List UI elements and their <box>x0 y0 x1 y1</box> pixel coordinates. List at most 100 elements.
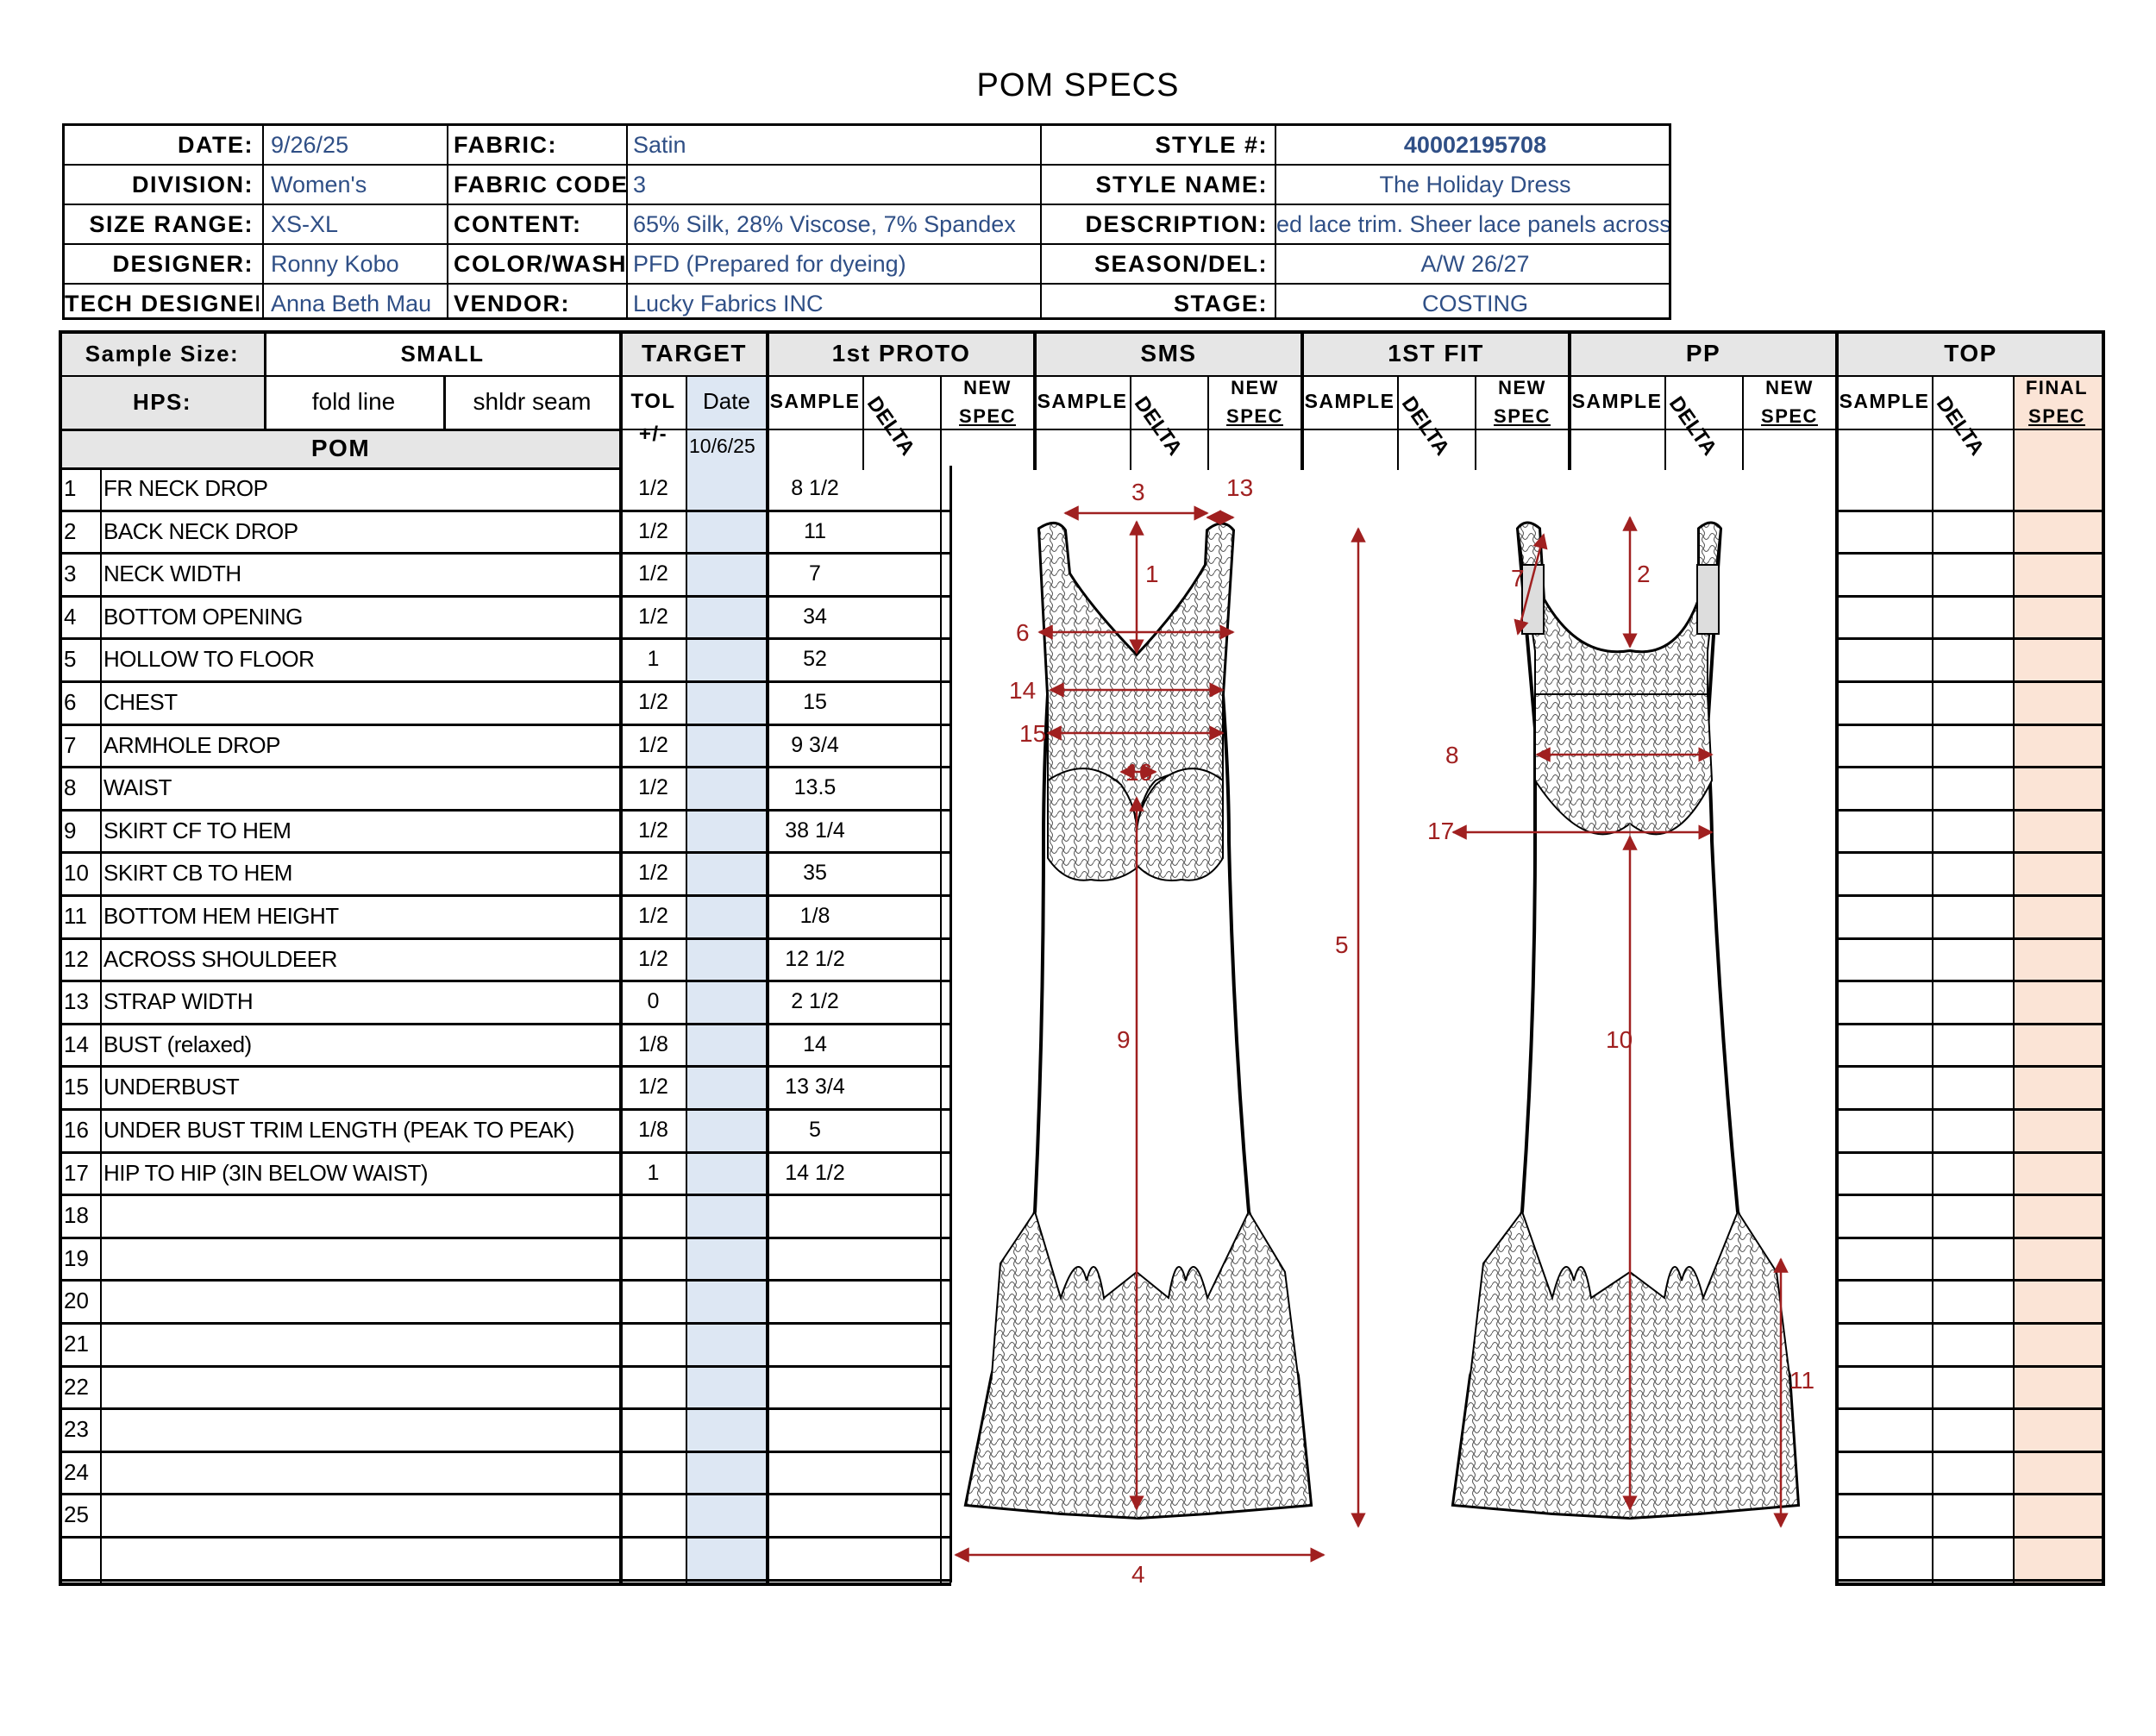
hps-fold-line-option[interactable]: fold line <box>311 388 396 415</box>
vendor-field[interactable]: Lucky Fabrics INC <box>633 291 824 316</box>
target-spec-value[interactable]: 1/8 <box>799 904 830 928</box>
designer-field[interactable]: Ronny Kobo <box>271 251 399 277</box>
target-spec-value[interactable]: 7 <box>809 561 821 586</box>
target-spec-value[interactable] <box>768 1238 862 1279</box>
tol-value[interactable] <box>621 1238 686 1279</box>
target-spec-value[interactable] <box>768 1537 862 1578</box>
season-field[interactable]: A/W 26/27 <box>1420 251 1530 277</box>
tol-value[interactable] <box>621 1494 686 1535</box>
delta-column-header: DELTA <box>1664 392 1721 461</box>
tol-value[interactable]: 1/8 <box>638 1118 668 1142</box>
target-spec-value[interactable]: 15 <box>803 690 827 714</box>
target-spec-value[interactable]: 52 <box>803 647 827 671</box>
fabric-field[interactable]: Satin <box>633 132 686 158</box>
tech-designer-field[interactable]: Anna Beth Mau <box>271 291 432 316</box>
target-spec-value[interactable] <box>768 1408 862 1450</box>
target-spec-value[interactable]: 2 1/2 <box>791 989 839 1013</box>
pom-name[interactable]: HIP TO HIP (3IN BELOW WAIST) <box>103 1160 429 1186</box>
target-spec-value[interactable]: 11 <box>804 519 826 543</box>
tol-value[interactable]: 1 <box>647 1161 660 1185</box>
tol-value[interactable]: 1/2 <box>638 605 668 629</box>
target-spec-value[interactable]: 14 <box>803 1032 827 1056</box>
size-range-field[interactable]: XS-XL <box>271 211 339 237</box>
target-spec-value[interactable]: 35 <box>803 861 827 885</box>
tol-value[interactable]: 0 <box>647 989 660 1013</box>
tol-value[interactable] <box>621 1194 686 1236</box>
pom-name[interactable]: BOTTOM OPENING <box>103 604 303 630</box>
pom-name[interactable]: ARMHOLE DROP <box>103 732 280 758</box>
style-no-field[interactable]: 40002195708 <box>1403 132 1547 158</box>
pom-name[interactable]: CHEST <box>103 689 178 715</box>
target-spec-value[interactable]: 5 <box>809 1118 821 1142</box>
hps-shoulder-seam-option[interactable]: shldr seam <box>473 388 592 415</box>
pom-name[interactable]: STRAP WIDTH <box>103 988 254 1014</box>
tol-value[interactable]: 1/2 <box>638 519 668 543</box>
tol-value[interactable]: 1/2 <box>638 861 668 885</box>
front-view-sketch <box>963 522 1313 1520</box>
tol-value[interactable]: 1/2 <box>638 476 668 500</box>
grid-line <box>60 1237 950 1239</box>
tol-value[interactable] <box>621 1537 686 1578</box>
pom-name[interactable]: FR NECK DROP <box>103 475 268 501</box>
content-field[interactable]: 65% Silk, 28% Viscose, 7% Spandex <box>633 211 1016 237</box>
tol-value[interactable] <box>621 1366 686 1407</box>
delta-column-header: DELTA <box>1396 392 1454 461</box>
target-spec-value[interactable] <box>768 1451 862 1493</box>
stage-field[interactable]: COSTING <box>1421 291 1528 316</box>
tol-value[interactable]: 1/8 <box>638 1032 668 1056</box>
grid-line <box>60 1365 950 1368</box>
pom-name[interactable]: HOLLOW TO FLOOR <box>103 646 315 672</box>
tol-value[interactable]: 1/2 <box>638 1075 668 1099</box>
target-spec-value[interactable]: 13 3/4 <box>785 1075 845 1099</box>
style-name-field[interactable]: The Holiday Dress <box>1379 172 1571 197</box>
tol-value[interactable]: 1 <box>647 647 660 671</box>
pom-name[interactable]: SKIRT CB TO HEM <box>103 860 292 886</box>
tol-value[interactable] <box>621 1451 686 1493</box>
target-spec-value[interactable]: 14 1/2 <box>785 1161 845 1185</box>
tol-value[interactable]: 1/2 <box>638 561 668 586</box>
pom-name[interactable]: WAIST <box>103 774 172 800</box>
target-spec-value[interactable]: 9 3/4 <box>791 733 839 757</box>
tol-value[interactable]: 1/2 <box>638 818 668 843</box>
tol-value[interactable]: 1/2 <box>638 690 668 714</box>
target-date-value[interactable]: 10/6/25 <box>689 435 755 457</box>
target-spec-value[interactable] <box>768 1366 862 1407</box>
pom-name[interactable]: ACROSS SHOULDEER <box>103 946 337 972</box>
date-field[interactable]: 9/26/25 <box>271 132 349 158</box>
grid-line <box>1837 1023 2104 1025</box>
target-spec-value[interactable] <box>768 1323 862 1364</box>
tol-value[interactable]: 1/2 <box>638 904 668 928</box>
target-spec-value[interactable] <box>768 1280 862 1321</box>
pom-name[interactable]: BOTTOM HEM HEIGHT <box>103 903 339 929</box>
tol-value[interactable] <box>621 1323 686 1364</box>
target-spec-value[interactable]: 34 <box>803 605 827 629</box>
description-field[interactable]: ed lace trim. Sheer lace panels across t… <box>1276 211 1669 237</box>
target-spec-value[interactable] <box>768 1194 862 1236</box>
pom-name[interactable]: BUST (relaxed) <box>103 1031 252 1057</box>
pom-name[interactable]: UNDER BUST TRIM LENGTH (PEAK TO PEAK) <box>103 1117 574 1143</box>
target-spec-value[interactable] <box>768 1494 862 1535</box>
tol-value[interactable] <box>621 1408 686 1450</box>
target-spec-value[interactable]: 38 1/4 <box>785 818 845 843</box>
target-spec-value[interactable]: 8 1/2 <box>791 476 839 500</box>
page-title: POM SPECS <box>976 67 1180 103</box>
tol-value[interactable]: 1/2 <box>638 775 668 799</box>
target-spec-value[interactable]: 12 1/2 <box>785 947 845 971</box>
size-range-label: SIZE RANGE: <box>89 211 254 237</box>
pom-name[interactable]: SKIRT CF TO HEM <box>103 818 291 843</box>
pom-name[interactable]: UNDERBUST <box>103 1074 240 1100</box>
sample-size-value[interactable]: SMALL <box>400 341 485 367</box>
header-row-1: DATE: 9/26/25 FABRIC: Satin STYLE #: 400… <box>65 126 1669 166</box>
tol-value[interactable] <box>621 1280 686 1321</box>
tol-value[interactable]: 1/2 <box>638 947 668 971</box>
target-spec-value[interactable]: 13.5 <box>793 775 837 799</box>
fabric-code-field[interactable]: 3 <box>633 172 647 197</box>
division-field[interactable]: Women's <box>271 172 367 197</box>
grid-line <box>1837 1407 2104 1410</box>
pom-name[interactable]: BACK NECK DROP <box>103 518 298 544</box>
tol-value[interactable]: 1/2 <box>638 733 668 757</box>
grid-line <box>1664 375 1666 470</box>
pom-name[interactable]: NECK WIDTH <box>103 561 241 586</box>
color-wash-field[interactable]: PFD (Prepared for dyeing) <box>633 251 906 277</box>
grid-line <box>2013 375 2015 1582</box>
